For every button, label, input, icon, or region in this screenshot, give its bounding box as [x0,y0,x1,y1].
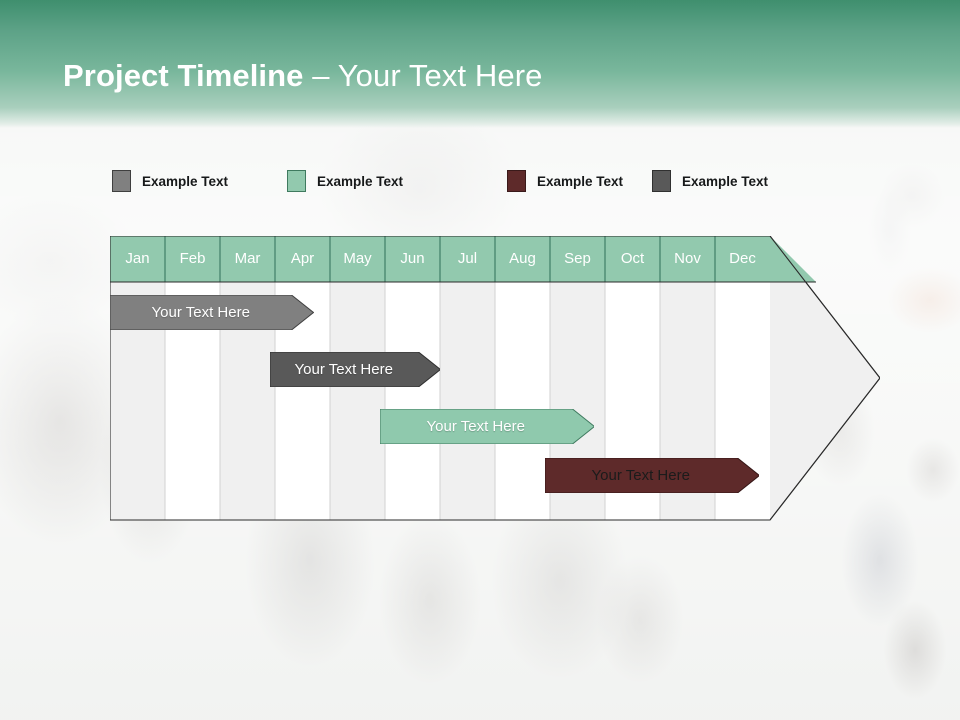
legend-swatch-icon [112,170,131,192]
timeline-task-bar[interactable]: Your Text Here [269,352,440,387]
legend-swatch-icon [652,170,671,192]
page-title: Project Timeline – Your Text Here [63,58,542,94]
timeline-task-bar-shape [110,295,314,330]
timeline-column-band [495,282,550,520]
timeline-task-bar-path [544,458,759,493]
timeline-task-bar-shape [269,352,440,387]
timeline-chart-svg [110,236,880,521]
timeline-column-band [440,282,495,520]
legend-item-label: Example Text [142,173,229,189]
timeline-header-band [110,236,816,282]
timeline-column-band [330,282,385,520]
title-band: Project Timeline – Your Text Here [0,0,960,128]
legend-item-label: Example Text [317,173,404,189]
timeline-task-bar-shape [544,458,759,493]
legend-item[interactable]: Example Text [507,170,623,192]
legend-item[interactable]: Example Text [112,170,228,192]
page-title-light: – Your Text Here [303,58,543,93]
legend-item-label: Example Text [682,173,769,189]
timeline-task-bar[interactable]: Your Text Here [110,295,314,330]
timeline-task-bar[interactable]: Your Text Here [544,458,759,493]
timeline-task-bar-path [110,295,314,330]
timeline-task-bar[interactable]: Your Text Here [379,409,594,444]
timeline-arrow-outline-top [110,236,880,521]
legend-swatch-icon [507,170,526,192]
timeline-task-bar-path [379,409,594,444]
legend-item[interactable]: Example Text [287,170,403,192]
page-title-strong: Project Timeline [63,58,304,93]
timeline-column-band [385,282,440,520]
timeline-task-bar-shape [379,409,594,444]
timeline-task-bar-path [269,352,440,387]
legend-item[interactable]: Example Text [652,170,768,192]
legend-item-label: Example Text [537,173,624,189]
legend-swatch-icon [287,170,306,192]
